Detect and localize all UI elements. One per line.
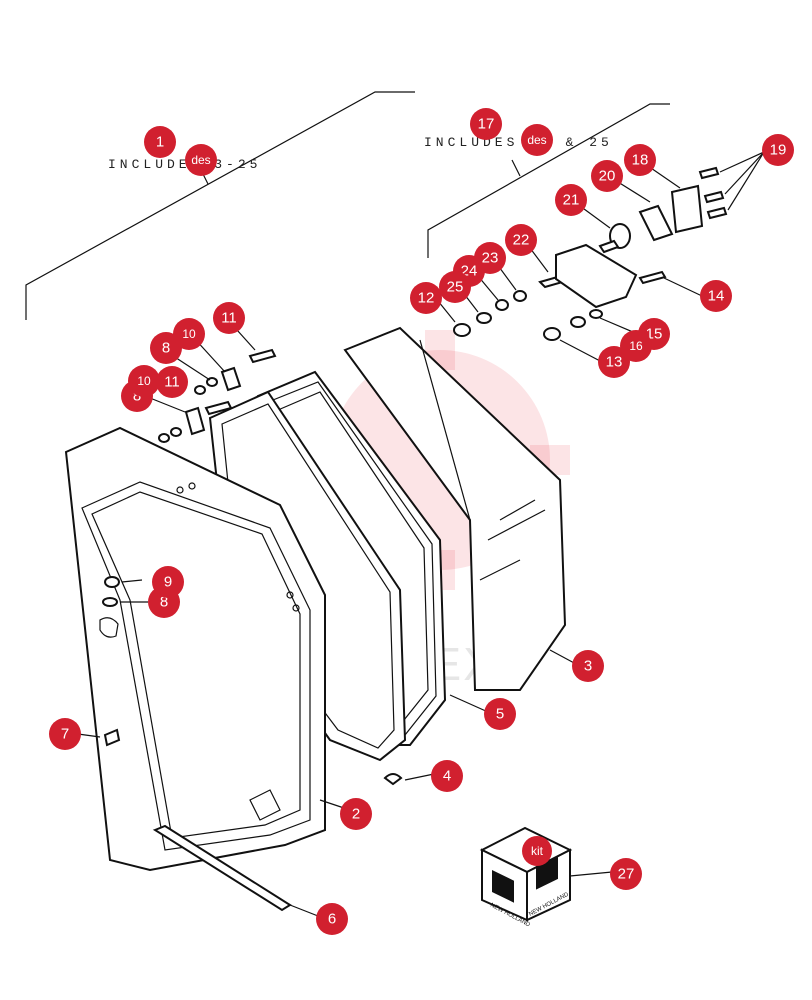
- callout-10-top[interactable]: 10: [173, 318, 205, 350]
- callout-11-top[interactable]: 11: [213, 302, 245, 334]
- svg-text:des: des: [527, 133, 546, 147]
- callout-12[interactable]: 12: [410, 282, 442, 314]
- hardware-parts: [102, 166, 728, 786]
- callout-8-top[interactable]: 8: [150, 332, 182, 364]
- door-frame: [64, 426, 326, 872]
- svg-text:7: 7: [61, 726, 69, 743]
- callout-7[interactable]: 7: [49, 718, 81, 750]
- svg-text:18: 18: [632, 152, 649, 169]
- svg-text:8: 8: [162, 340, 170, 357]
- callout-2[interactable]: 2: [340, 798, 372, 830]
- svg-text:25: 25: [447, 279, 464, 296]
- callout-14[interactable]: 14: [700, 280, 732, 312]
- svg-text:10: 10: [182, 327, 196, 341]
- leader-lines: [77, 151, 765, 917]
- callout-9[interactable]: 9: [152, 566, 184, 598]
- svg-text:16: 16: [629, 339, 643, 353]
- callout-19[interactable]: 19: [762, 134, 794, 166]
- rear-glass-panel: [343, 326, 567, 691]
- callout-17[interactable]: 17: [470, 108, 502, 140]
- callout-des-right[interactable]: des: [521, 124, 553, 156]
- svg-text:1: 1: [156, 134, 164, 151]
- svg-text:kit: kit: [531, 844, 544, 858]
- svg-text:12: 12: [418, 290, 435, 307]
- svg-text:8: 8: [160, 594, 168, 611]
- svg-text:14: 14: [708, 288, 725, 305]
- callout-27[interactable]: 27: [610, 858, 642, 890]
- svg-text:4: 4: [443, 768, 451, 785]
- svg-text:27: 27: [618, 866, 635, 883]
- svg-text:11: 11: [164, 374, 180, 391]
- svg-text:22: 22: [513, 232, 530, 249]
- svg-text:5: 5: [496, 706, 504, 723]
- callout-5[interactable]: 5: [484, 698, 516, 730]
- callout-21[interactable]: 21: [555, 184, 587, 216]
- svg-text:2: 2: [352, 806, 360, 823]
- callout-6[interactable]: 6: [316, 903, 348, 935]
- left-includes-note: INCLUDES 3-25: [108, 157, 261, 172]
- callout-11-lower[interactable]: 11: [156, 366, 188, 398]
- svg-text:des: des: [191, 153, 210, 167]
- svg-text:19: 19: [770, 142, 787, 159]
- svg-text:13: 13: [606, 354, 623, 371]
- svg-text:3: 3: [584, 658, 592, 675]
- callout-25[interactable]: 25: [439, 271, 471, 303]
- callout-22[interactable]: 22: [505, 224, 537, 256]
- callout-4[interactable]: 4: [431, 760, 463, 792]
- svg-text:9: 9: [164, 574, 172, 591]
- svg-text:11: 11: [221, 310, 237, 327]
- svg-text:8: 8: [133, 388, 141, 405]
- callout-3[interactable]: 3: [572, 650, 604, 682]
- svg-text:6: 6: [328, 911, 336, 928]
- callout-13[interactable]: 13: [598, 346, 630, 378]
- svg-text:17: 17: [478, 116, 495, 133]
- svg-text:23: 23: [482, 250, 499, 267]
- callout-16[interactable]: 16: [620, 330, 652, 362]
- callout-18[interactable]: 18: [624, 144, 656, 176]
- callout-des-left[interactable]: des: [185, 144, 217, 176]
- right-includes-note: INCLUDES 16 & 25: [424, 135, 613, 150]
- callout-10-lower[interactable]: 10: [128, 365, 160, 397]
- callout-kit[interactable]: kit: [522, 836, 552, 866]
- svg-text:21: 21: [563, 192, 580, 209]
- svg-text:20: 20: [599, 168, 616, 185]
- svg-text:10: 10: [137, 374, 151, 388]
- callout-20[interactable]: 20: [591, 160, 623, 192]
- callout-1[interactable]: 1: [144, 126, 176, 158]
